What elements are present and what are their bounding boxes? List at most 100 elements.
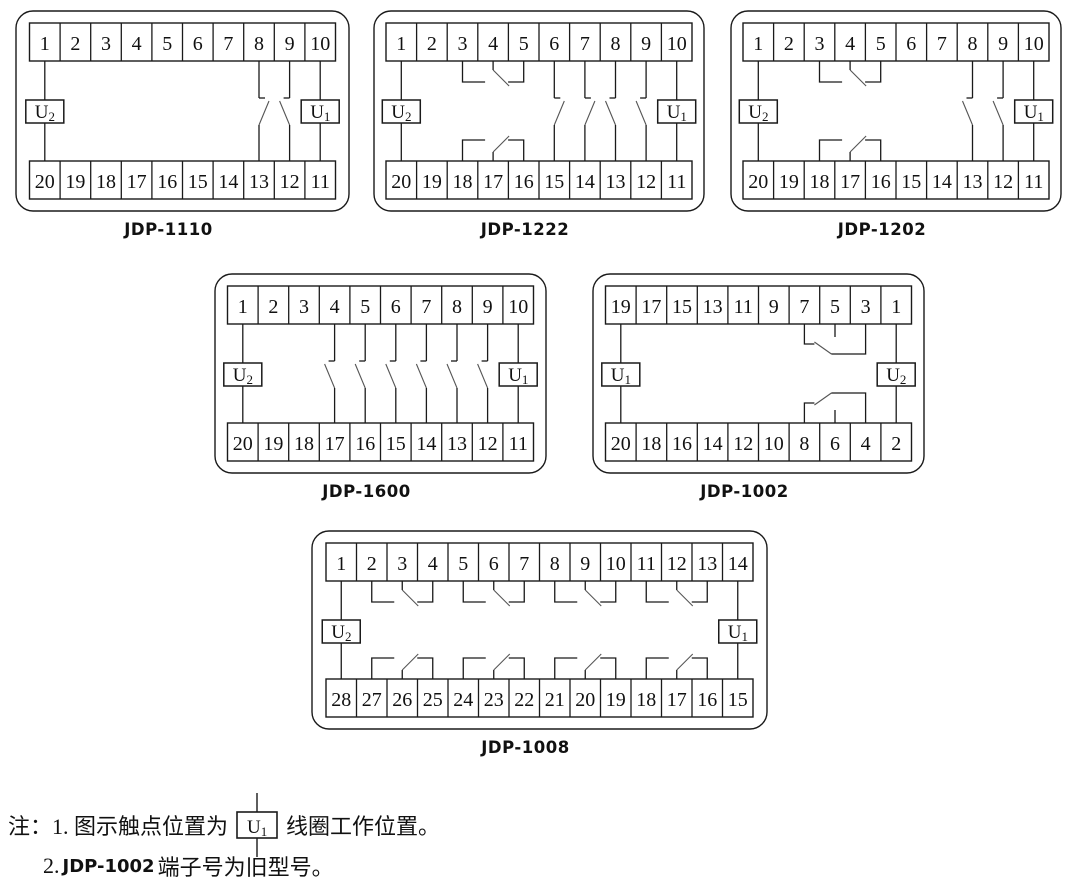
- terminal-number: 16: [672, 433, 692, 455]
- terminal-number: 16: [157, 171, 177, 193]
- terminal-number: 10: [508, 296, 528, 318]
- terminal-number: 18: [810, 171, 830, 193]
- terminal-number: 1: [396, 33, 406, 55]
- terminal-number: 3: [861, 296, 871, 318]
- terminal-number: 14: [575, 171, 595, 193]
- bracket-contact: [462, 653, 525, 679]
- terminal-number: 20: [233, 433, 253, 455]
- terminal-number: 3: [101, 33, 111, 55]
- terminal-number: 8: [799, 433, 809, 455]
- terminal-number: 14: [728, 553, 748, 575]
- terminal-number: 19: [65, 171, 85, 193]
- terminal-number: 6: [391, 296, 401, 318]
- terminal-number: 14: [703, 433, 723, 455]
- bracket-contact: [554, 653, 617, 679]
- terminal-number: 2: [70, 33, 80, 55]
- terminal-number: 6: [489, 553, 499, 575]
- coil-label-left: U2: [748, 102, 768, 124]
- bracket-contact: [645, 653, 708, 679]
- coil-u1-symbol: U1: [236, 793, 278, 857]
- terminal-number: 21: [545, 689, 565, 711]
- coil-label-left: U2: [233, 365, 253, 387]
- terminal-number: 7: [223, 33, 233, 55]
- terminal-number: 20: [575, 689, 595, 711]
- coil-box-right: [656, 99, 697, 124]
- coil-box-left: [25, 99, 65, 124]
- terminal-number: 14: [218, 171, 238, 193]
- terminal-number: 6: [906, 33, 916, 55]
- terminal-number: 8: [611, 33, 621, 55]
- relay-housing-outline: [373, 10, 705, 212]
- coil-box-right: [876, 362, 916, 387]
- terminal-number: 2: [891, 433, 901, 455]
- coil-box-left: [321, 619, 361, 644]
- terminal-number: 8: [550, 553, 560, 575]
- coil-label-left: U2: [35, 102, 55, 124]
- note-line2-number: 2.: [43, 853, 60, 878]
- coil-box-left: [738, 99, 779, 124]
- relay-housing-outline: [214, 273, 547, 474]
- terminal-number: 7: [799, 296, 809, 318]
- terminal-number: 15: [544, 171, 564, 193]
- terminal-number: 5: [876, 33, 886, 55]
- terminal-number: 17: [325, 433, 345, 455]
- coil-left: U2: [25, 61, 65, 161]
- note-line2-rest: 端子号为旧型号。: [157, 855, 334, 880]
- terminal-number: 19: [611, 296, 631, 318]
- terminal-number: 9: [580, 553, 590, 575]
- coil-label-right: U1: [508, 365, 528, 387]
- terminal-number: 17: [483, 171, 503, 193]
- terminal-number: 13: [249, 171, 269, 193]
- terminal-number: 16: [355, 433, 375, 455]
- terminal-number: 23: [484, 689, 504, 711]
- coil-right: U2: [876, 324, 916, 423]
- terminal-number: 26: [392, 689, 412, 711]
- terminal-number: 14: [932, 171, 952, 193]
- terminal-number: 4: [845, 33, 855, 55]
- terminal-number: 13: [703, 296, 723, 318]
- terminal-number: 8: [452, 296, 462, 318]
- terminal-number: 15: [672, 296, 692, 318]
- coil-label-left: U2: [331, 622, 351, 644]
- diagram-caption-jdp-1008: JDP-1008: [481, 738, 570, 757]
- terminal-number: 5: [519, 33, 529, 55]
- terminal-number: 12: [667, 553, 687, 575]
- coil-box-left: [223, 362, 263, 387]
- terminal-number: 7: [937, 33, 947, 55]
- simple-contact: [604, 61, 617, 161]
- terminal-number: 22: [514, 689, 534, 711]
- terminal-number: 9: [769, 296, 779, 318]
- terminal-number: 15: [901, 171, 921, 193]
- terminal-number: 16: [697, 689, 717, 711]
- coil-left: U2: [381, 61, 422, 161]
- simple-contact: [279, 61, 291, 161]
- terminal-number: 11: [311, 171, 330, 193]
- coil-box-right: [498, 362, 538, 387]
- terminal-number: 8: [254, 33, 264, 55]
- simple-contact: [324, 324, 336, 423]
- bracket-contact: [371, 581, 434, 607]
- terminal-number: 13: [697, 553, 717, 575]
- coil-symbol-label: U1: [247, 817, 267, 839]
- diagram-caption-jdp-1600: JDP-1600: [322, 482, 411, 501]
- coil-box-left: [601, 362, 641, 387]
- terminal-number: 20: [611, 433, 631, 455]
- relay-housing-outline: [730, 10, 1062, 212]
- simple-contact: [635, 61, 647, 161]
- bracket-contact: [818, 61, 882, 87]
- coil-right: U1: [718, 581, 758, 679]
- terminal-number: 4: [861, 433, 871, 455]
- terminal-number: 19: [779, 171, 799, 193]
- terminal-number: 16: [514, 171, 534, 193]
- terminal-number: 20: [391, 171, 411, 193]
- terminal-number: 5: [360, 296, 370, 318]
